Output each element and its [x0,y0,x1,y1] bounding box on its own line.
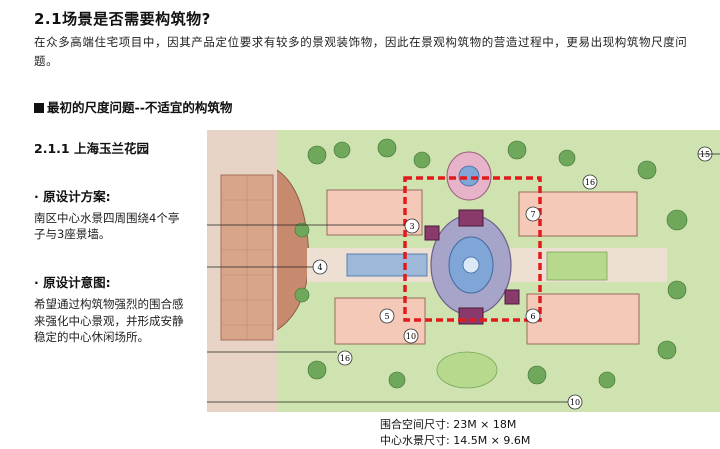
plan-markers: 15 16 7 3 4 5 6 10 16 10 [312,146,713,410]
enclosure-frame [403,176,542,322]
site-plan-drawing: 15 16 7 3 4 5 6 10 16 10 [207,130,720,412]
marker-6: 6 [530,312,535,321]
marker-4: 4 [317,263,322,272]
pavilion-west [424,225,440,241]
original-design-label: · 原设计方案: [34,189,111,204]
site-plan-svg: 15 16 7 3 4 5 6 10 16 10 [207,130,720,412]
pavilion-north [458,209,484,227]
fountain-icon [462,256,480,274]
section-heading-text: 最初的尺度问题--不适宜的构筑物 [47,100,233,115]
intro-paragraph: 在众多高端住宅项目中，因其产品定位要求有较多的景观装饰物，因此在景观构筑物的营造… [34,35,688,68]
marker-10b: 10 [570,398,580,407]
north-pool [458,165,480,187]
marker-16b: 16 [340,354,350,363]
leader-lines [207,153,720,403]
south-lawn [436,351,498,389]
section-heading: 最初的尺度问题--不适宜的构筑物 [34,97,232,116]
marker-5: 5 [384,312,389,321]
original-design-text: 南区中心水景四周围绕4个亭子与3座景墙。 [34,211,180,241]
design-intent-text: 希望通过构筑物强烈的围合感来强化中心景观，并形成安静稳定的中心休闲场所。 [34,297,184,344]
marker-10a: 10 [406,332,416,341]
marker-7: 7 [530,210,535,219]
enclosure-size-text: 围合空间尺寸: 23M × 18M [380,418,517,431]
paving-grid [221,175,273,340]
tree-icons [294,138,688,389]
page-title: 2.1场景是否需要构筑物? [34,10,211,28]
case-title: 2.1.1 上海玉兰花园 [34,141,149,156]
axis-pool [346,253,428,277]
marker-15: 15 [700,150,710,159]
marker-3: 3 [409,222,414,231]
square-bullet-icon [34,103,44,113]
pavilion-east [504,289,520,305]
building-se [526,293,640,345]
design-intent-label: · 原设计意图: [34,275,111,290]
marker-16a: 16 [585,178,595,187]
east-lawn [546,251,608,281]
water-size-text: 中心水景尺寸: 14.5M × 9.6M [380,434,531,447]
